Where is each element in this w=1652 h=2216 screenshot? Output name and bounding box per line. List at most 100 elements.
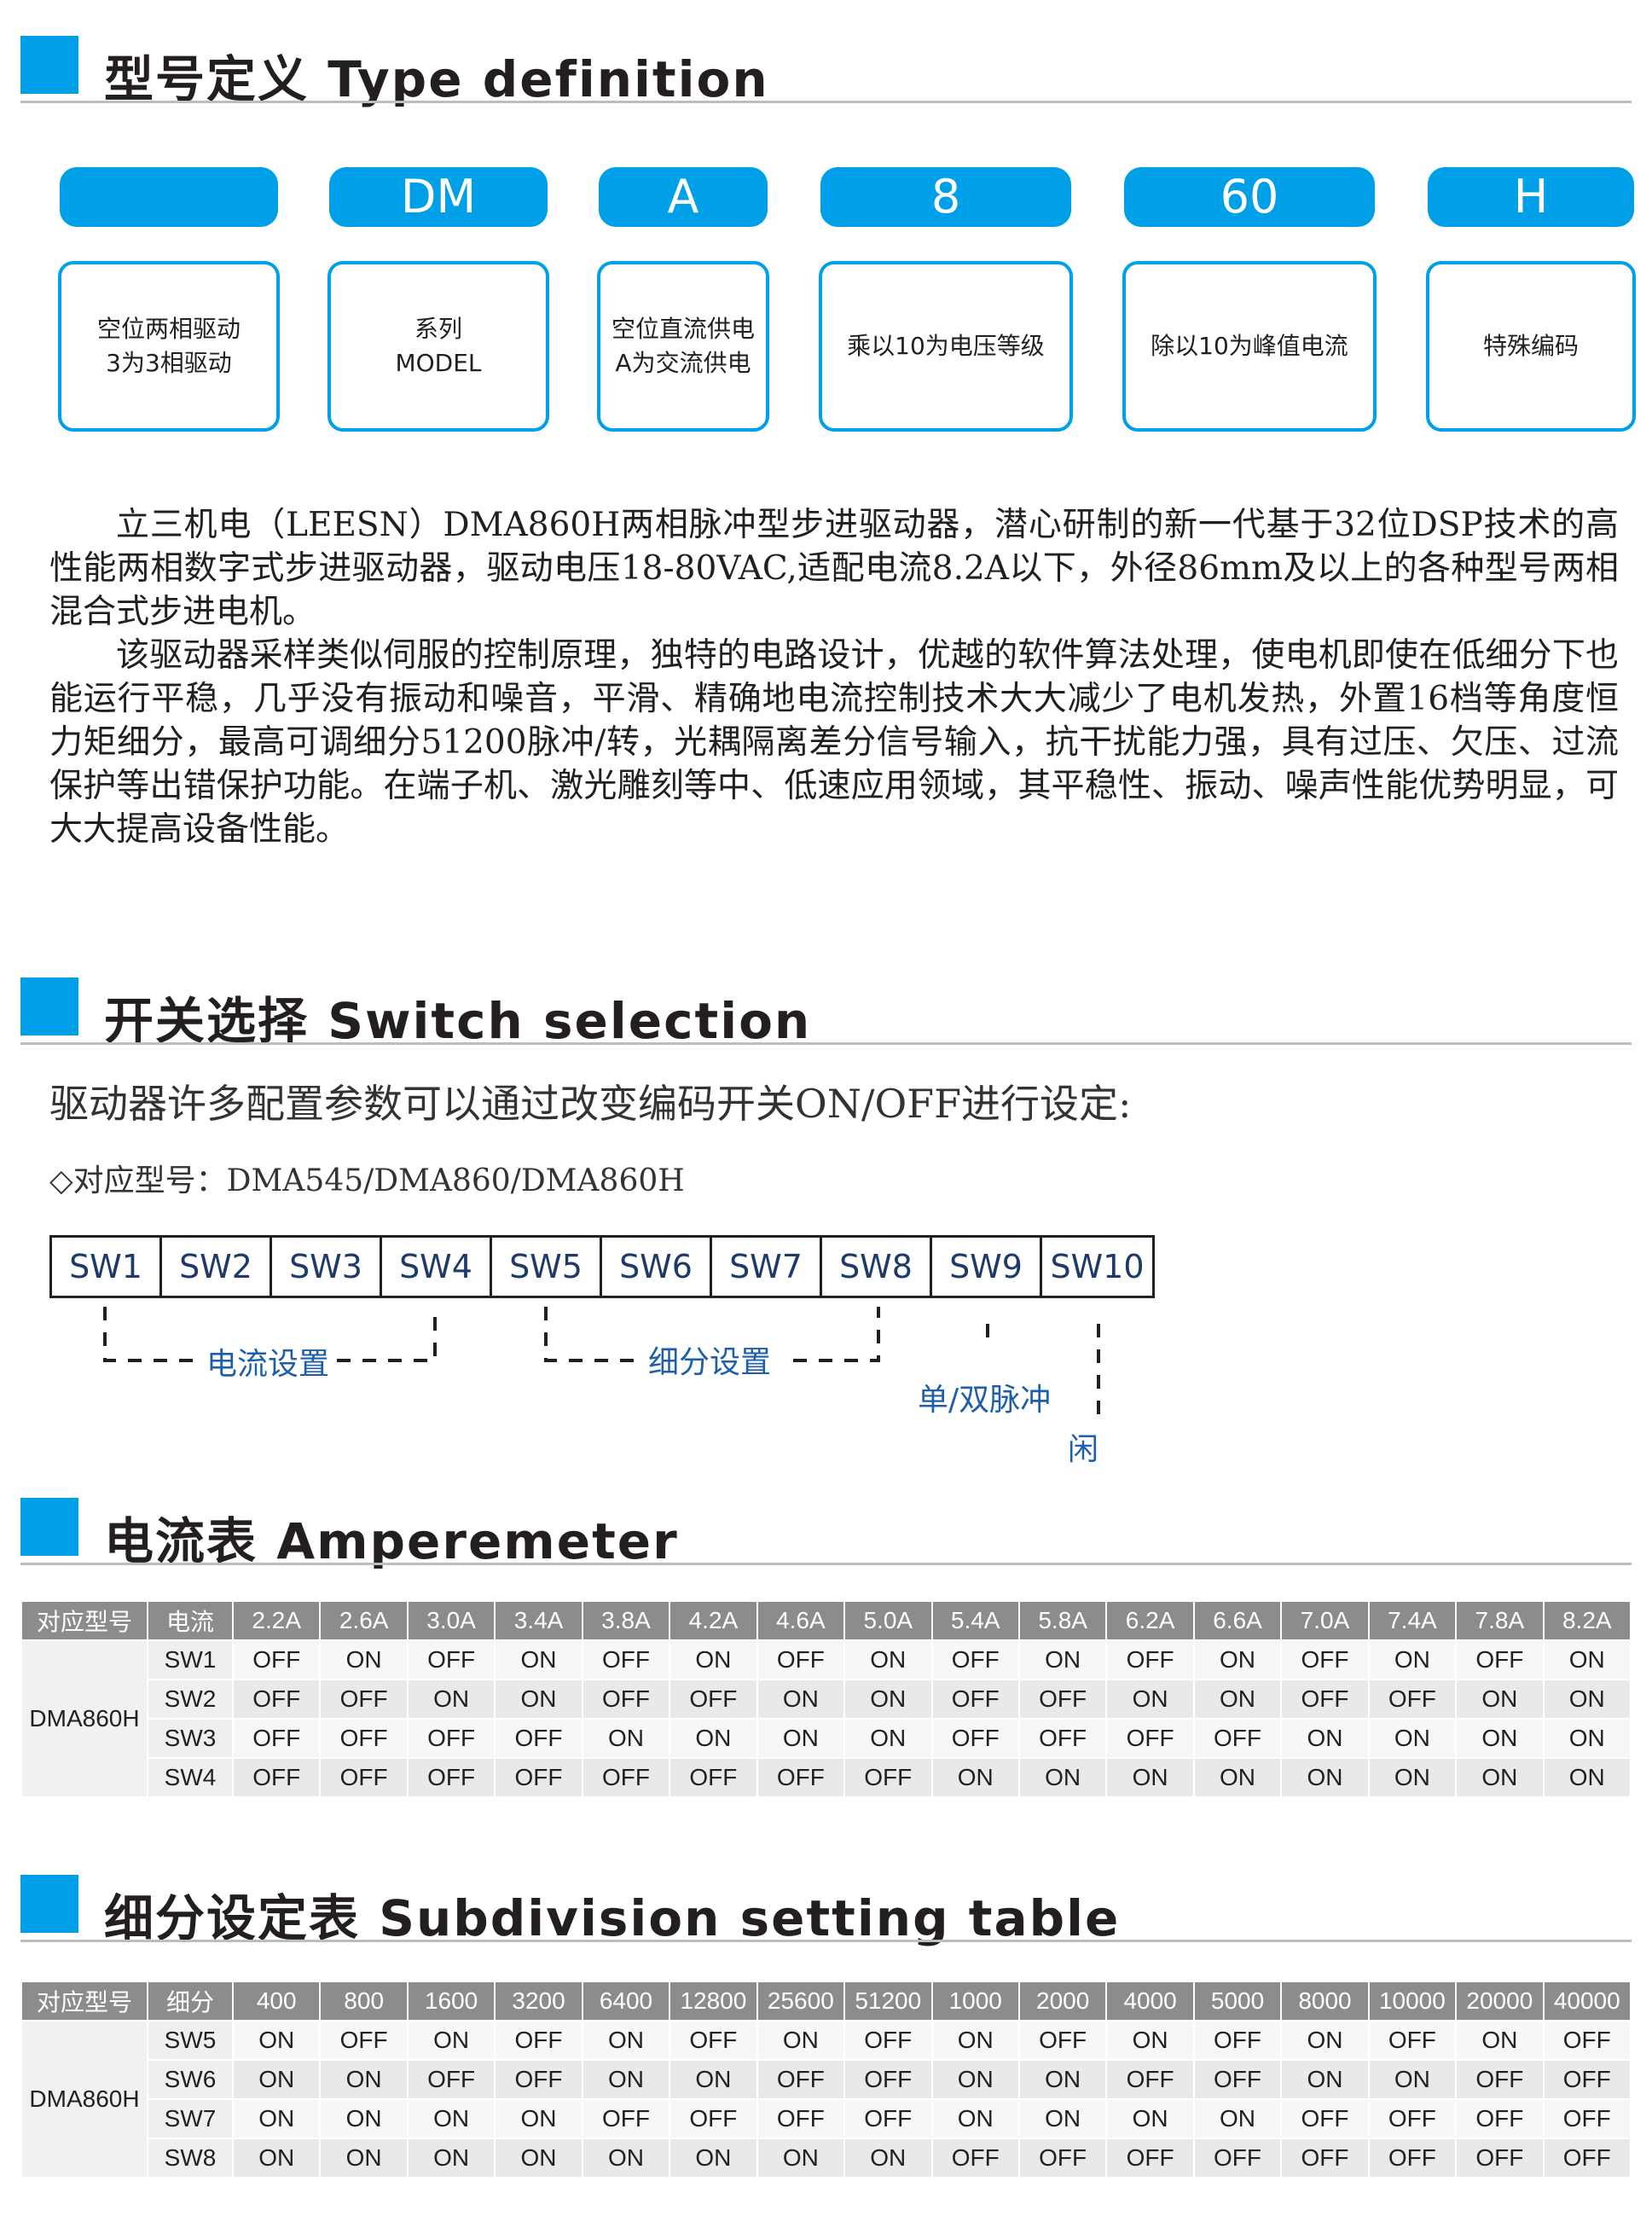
header-cell: 3200 [494, 1981, 583, 2022]
intro-paragraph-1: 立三机电（LEESN）DMA860H两相脉冲型步进驱动器，潜心研制的新一代基于3… [49, 506, 1619, 631]
code-pill-4: 8 [820, 167, 1071, 227]
divider [20, 1940, 1632, 1942]
desc-line: 空位两相驱动 [96, 315, 241, 343]
value-cell: ON [1105, 2098, 1195, 2139]
value-cell: OFF [581, 1639, 671, 1680]
value-cell: ON [1455, 1679, 1545, 1720]
value-cell: OFF [581, 2098, 671, 2139]
value-cell: ON [231, 2020, 322, 2061]
switch-cell: SW4 [147, 1757, 234, 1798]
header-cell: 6400 [581, 1981, 671, 2022]
value-cell: ON [1455, 1757, 1545, 1798]
value-cell: OFF [1017, 2138, 1108, 2178]
desc-line: MODEL [395, 349, 482, 377]
section-marker [20, 977, 78, 1035]
value-cell: ON [231, 2059, 322, 2100]
section-title: 电流表 Amperemeter [104, 1512, 679, 1570]
value-cell: ON [843, 2138, 933, 2178]
code-desc-box-6: 特殊编码 [1426, 261, 1636, 432]
value-cell: OFF [1017, 1718, 1108, 1759]
code-pill-6: H [1428, 167, 1634, 227]
value-cell: ON [1455, 2020, 1545, 2061]
value-cell: ON [669, 1639, 758, 1680]
value-cell: ON [843, 1679, 933, 1720]
code-desc-box-2: 系列 MODEL [328, 261, 549, 432]
value-cell: ON [1367, 2059, 1458, 2100]
value-cell: ON [1280, 1718, 1370, 1759]
value-cell: OFF [669, 1679, 758, 1720]
header-cell: 5.4A [930, 1600, 1020, 1641]
header-cell: 20000 [1455, 1981, 1545, 2022]
value-cell: OFF [930, 1718, 1020, 1759]
idle-label: 闲 [1068, 1432, 1099, 1467]
value-cell: ON [1017, 2098, 1108, 2139]
header-cell: 7.0A [1280, 1600, 1370, 1641]
switch-sw8: SW8 [822, 1238, 932, 1296]
header-cell: 12800 [669, 1981, 758, 2022]
value-cell: ON [319, 2059, 409, 2100]
code-pill-3: A [599, 167, 768, 227]
value-cell: OFF [930, 1639, 1020, 1680]
desc-line: 3为3相驱动 [106, 349, 232, 377]
compatible-models: ◇对应型号：DMA545/DMA860/DMA860H [49, 1163, 685, 1198]
value-cell: OFF [406, 1757, 496, 1798]
model-cell: DMA860H [20, 1639, 148, 1798]
value-cell: ON [1192, 1679, 1283, 1720]
value-cell: ON [1542, 1679, 1632, 1720]
divider [20, 1563, 1632, 1565]
value-cell: OFF [1105, 1718, 1195, 1759]
value-cell: OFF [1280, 1679, 1370, 1720]
header-cell: 6.2A [1105, 1600, 1195, 1641]
value-cell: ON [930, 1757, 1020, 1798]
value-cell: ON [406, 1679, 496, 1720]
header-cell: 4.6A [756, 1600, 846, 1641]
switch-sw4: SW4 [382, 1238, 492, 1296]
header-cell: 细分 [147, 1981, 234, 2022]
value-cell: OFF [1455, 1639, 1545, 1680]
value-cell: OFF [756, 1639, 846, 1680]
value-cell: OFF [1105, 1639, 1195, 1680]
value-cell: ON [843, 1718, 933, 1759]
header-cell: 5.0A [843, 1600, 933, 1641]
value-cell: ON [406, 2020, 496, 2061]
value-cell: OFF [843, 2020, 933, 2061]
value-cell: ON [930, 2059, 1020, 2100]
value-cell: OFF [231, 1757, 322, 1798]
value-cell: OFF [406, 2059, 496, 2100]
divider [20, 101, 1632, 103]
header-cell: 7.4A [1367, 1600, 1458, 1641]
header-cell: 6.6A [1192, 1600, 1283, 1641]
header-cell: 400 [231, 1981, 322, 2022]
value-cell: OFF [1192, 2059, 1283, 2100]
value-cell: ON [1542, 1718, 1632, 1759]
value-cell: OFF [406, 1718, 496, 1759]
value-cell: ON [669, 2138, 758, 2178]
value-cell: ON [581, 2059, 671, 2100]
value-cell: OFF [494, 2020, 583, 2061]
divider [20, 1042, 1632, 1045]
switch-cell: SW6 [147, 2059, 234, 2100]
value-cell: ON [494, 2098, 583, 2139]
header-cell: 对应型号 [20, 1600, 148, 1641]
header-cell: 3.4A [494, 1600, 583, 1641]
header-cell: 5.8A [1017, 1600, 1108, 1641]
switch-sw6: SW6 [602, 1238, 712, 1296]
switch-cell: SW7 [147, 2098, 234, 2139]
value-cell: ON [319, 1639, 409, 1680]
value-cell: OFF [1455, 2138, 1545, 2178]
value-cell: ON [406, 2098, 496, 2139]
header-cell: 800 [319, 1981, 409, 2022]
value-cell: OFF [756, 2059, 846, 2100]
value-cell: OFF [843, 1757, 933, 1798]
desc-line: A为交流供电 [615, 349, 751, 377]
value-cell: OFF [1192, 2020, 1283, 2061]
pulse-mode-label: 单/双脉冲 [918, 1383, 1052, 1418]
value-cell: ON [756, 2138, 846, 2178]
header-cell: 1000 [930, 1981, 1020, 2022]
value-cell: ON [231, 2138, 322, 2178]
value-cell: OFF [1280, 2138, 1370, 2178]
value-cell: OFF [1542, 2098, 1632, 2139]
